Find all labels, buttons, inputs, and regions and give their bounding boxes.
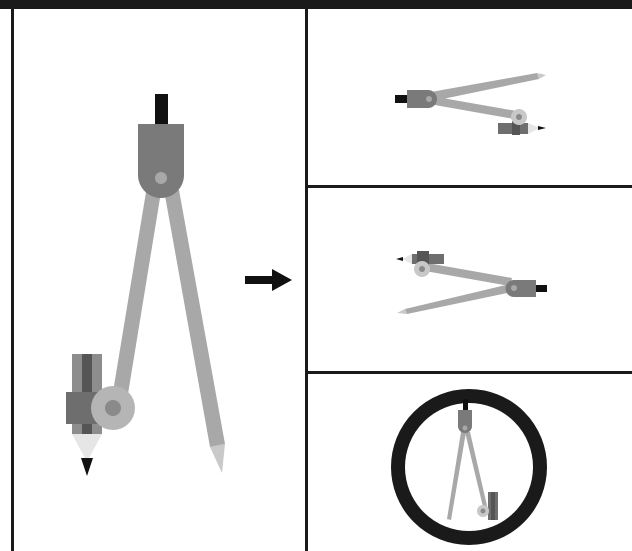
right-divider-2 <box>308 371 632 374</box>
hinge-2 <box>511 285 517 291</box>
compass-head <box>138 124 184 198</box>
hinge-3 <box>462 425 468 431</box>
needle-leg-1 <box>431 73 539 101</box>
pencil-wood-2 <box>402 254 412 264</box>
pencil-leg-2 <box>425 263 512 286</box>
needle-tip <box>210 444 225 473</box>
hinge-1 <box>426 96 432 102</box>
pencil-dark-1 <box>512 120 520 135</box>
left-border <box>11 9 14 551</box>
needle-tip-1 <box>537 73 546 79</box>
top-bar <box>0 0 632 9</box>
compass-handle <box>155 94 168 124</box>
pencil-lead <box>81 458 93 476</box>
pivot-hub-1 <box>516 114 522 120</box>
pencil-lead-1 <box>538 126 546 130</box>
pencil-leg-1 <box>429 96 522 120</box>
compass-large <box>66 94 225 476</box>
compass-step-1 <box>395 73 546 135</box>
pencil-leg-3 <box>465 432 488 511</box>
needle-leg-2 <box>405 284 512 314</box>
pencil-wood <box>72 434 102 462</box>
needle-leg-3 <box>447 432 466 520</box>
handle-3 <box>463 399 468 411</box>
compass-step-2 <box>396 251 547 314</box>
head-1 <box>407 90 437 108</box>
needle-tip-2 <box>397 309 407 314</box>
pivot-hub <box>105 400 121 416</box>
head-3 <box>458 410 472 433</box>
drawn-circle <box>391 389 547 545</box>
pivot-hub-3 <box>480 508 486 514</box>
center-divider <box>305 9 308 551</box>
pencil-dark-3 <box>491 492 495 520</box>
handle-2 <box>533 285 547 292</box>
handle-1 <box>395 95 409 103</box>
right-divider-1 <box>308 185 632 188</box>
pencil-holder <box>66 354 135 476</box>
pencil-lead-2 <box>396 257 403 261</box>
hinge-dot <box>155 172 167 184</box>
compass-leg-pencil <box>112 192 161 400</box>
right-arrow-icon <box>245 269 292 291</box>
compass-step-3 <box>391 389 547 545</box>
compass-leg-needle <box>164 190 225 447</box>
pivot-hub-2 <box>419 266 425 272</box>
head-2 <box>505 280 536 297</box>
pencil-wood-1 <box>528 123 540 134</box>
